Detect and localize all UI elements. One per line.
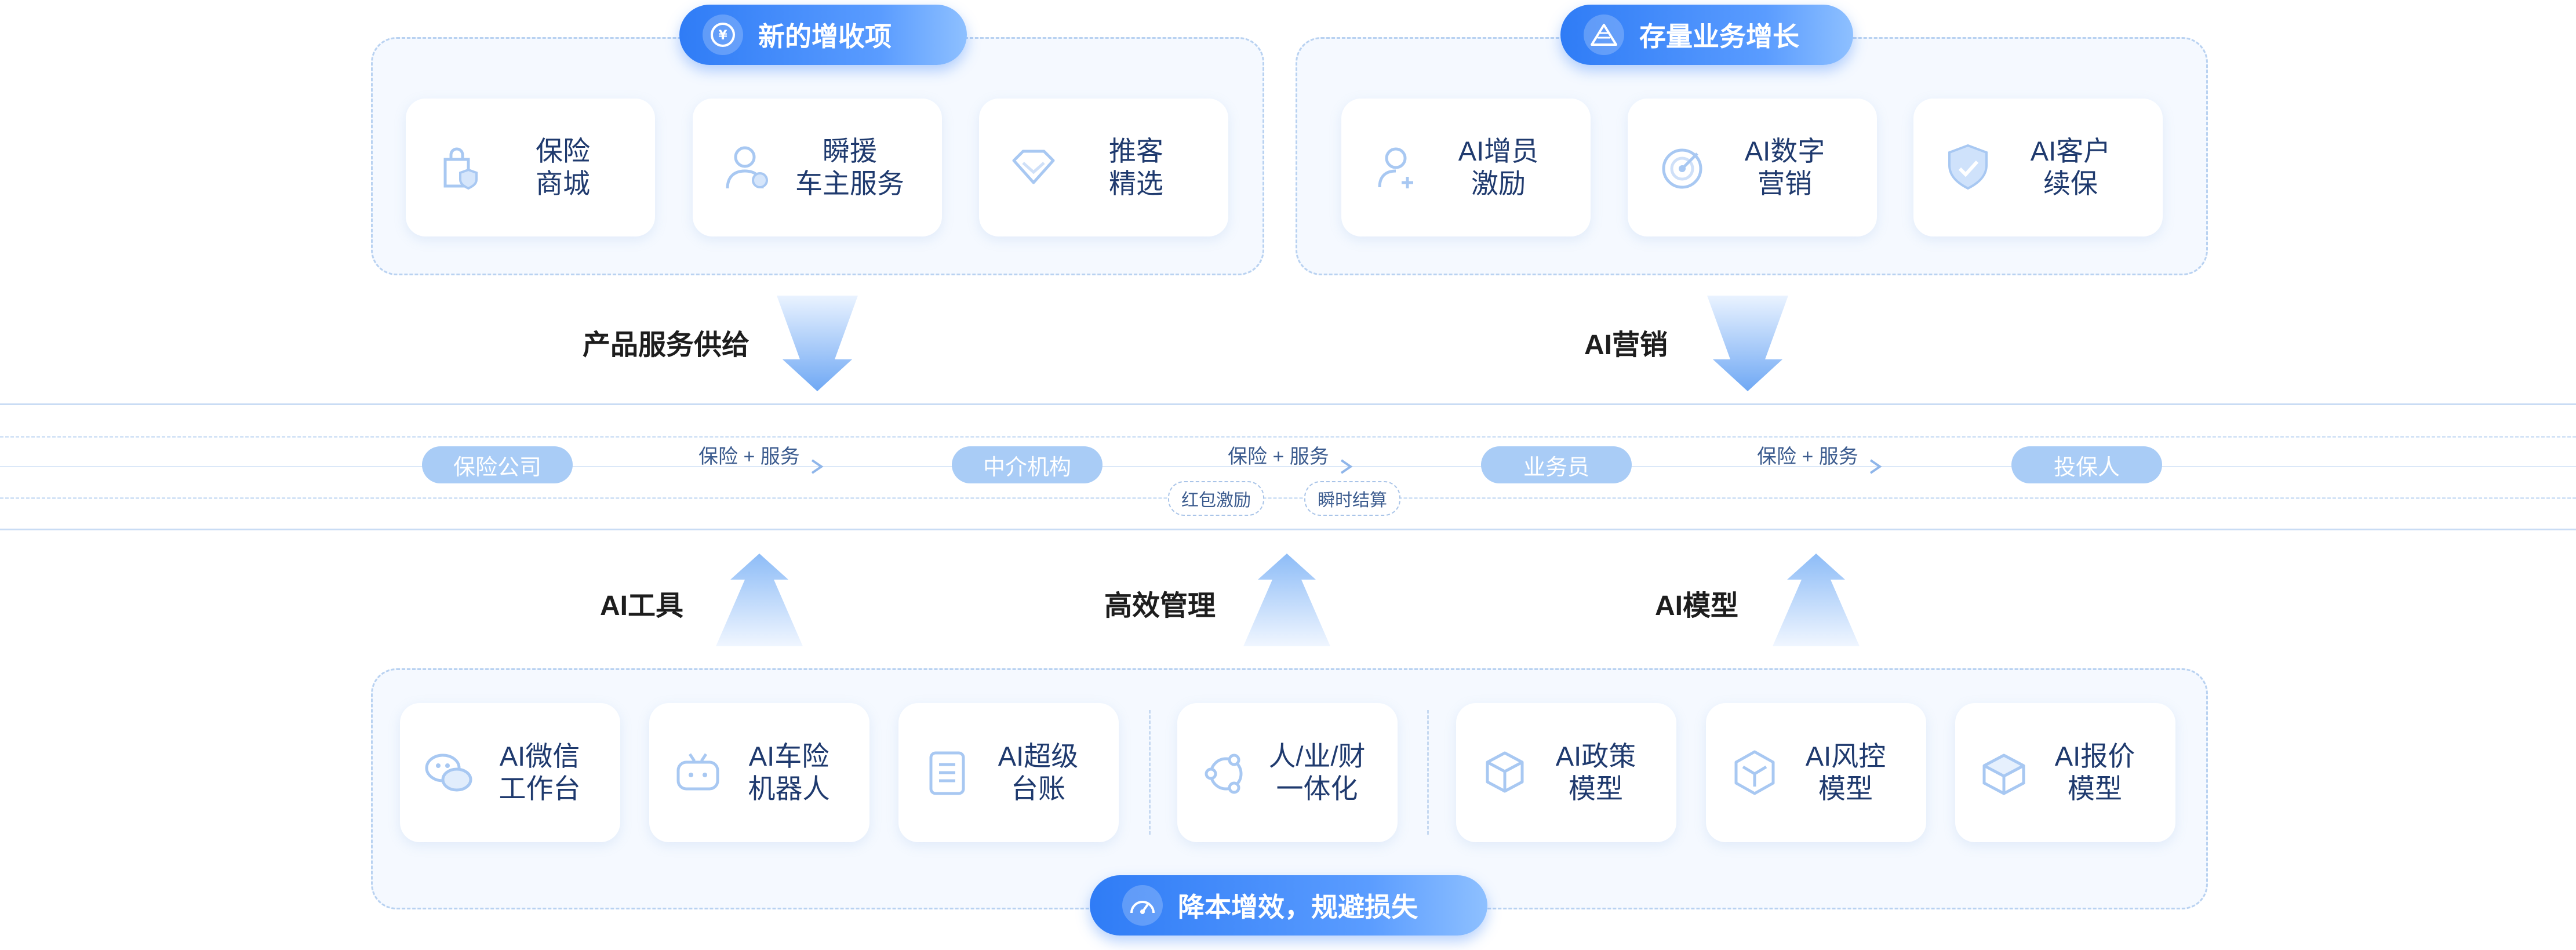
cost-efficiency-pill: 降本增效，规避损失 [1090, 875, 1487, 936]
card-ai-renewal[interactable]: AI客户续保 [1913, 99, 2163, 236]
tag-instant-settlement: 瞬时结算 [1304, 481, 1400, 516]
hexagon-cube-icon [1734, 750, 1775, 795]
flow-arrow [1340, 459, 1353, 474]
shopping-bag-icon [443, 147, 478, 190]
card-ai-auto-bot[interactable]: AI车险机器人 [649, 703, 869, 842]
network-icon [1205, 754, 1243, 794]
card-label: AI数字营销 [1744, 136, 1825, 199]
flow-arrow [811, 459, 824, 474]
band-center-line [0, 466, 2576, 467]
add-user-icon [1378, 147, 1413, 188]
card-label: AI客户续保 [2030, 136, 2111, 199]
card-ai-risk-model[interactable]: AI风控模型 [1706, 703, 1926, 842]
card-insurance-mall[interactable]: 保险商城 [406, 99, 655, 236]
node-agent[interactable]: 业务员 [1481, 446, 1632, 483]
driver-icon [726, 146, 768, 189]
card-label: AI风控模型 [1805, 741, 1886, 804]
band-dash-2 [0, 497, 2576, 499]
pill-label: 存量业务增长 [1639, 21, 1799, 52]
card-label: 瞬援车主服务 [795, 136, 904, 199]
group-divider [1427, 710, 1429, 835]
card-label: 保险商城 [536, 136, 590, 199]
band-top-line [0, 403, 2576, 405]
target-icon [1662, 148, 1702, 189]
robot-icon [676, 753, 719, 791]
shield-check-icon [1948, 144, 1988, 190]
card-ai-super-ledger[interactable]: AI超级台账 [898, 703, 1119, 842]
card-integration[interactable]: 人/业/财一体化 [1177, 703, 1398, 842]
card-ai-policy-model[interactable]: AI政策模型 [1456, 703, 1676, 842]
link-label: 保险 + 服务 [1757, 446, 1858, 468]
caption-product-supply: 产品服务供给 [583, 330, 750, 361]
card-referral-picks[interactable]: 推客精选 [979, 99, 1228, 236]
band-dash-1 [0, 436, 2576, 438]
diamond-icon [1012, 150, 1055, 184]
card-ai-quote-model[interactable]: AI报价模型 [1955, 703, 2175, 842]
new-revenue-pill: ¥ 新的增收项 [679, 5, 967, 65]
up-arrow-left [716, 554, 803, 646]
up-arrow-middle [1243, 554, 1330, 646]
up-arrow-right [1773, 554, 1860, 646]
yen-icon: ¥ [703, 14, 743, 55]
card-label: 人/业/财一体化 [1268, 741, 1366, 804]
stock-growth-pill: 存量业务增长 [1560, 5, 1853, 65]
group-divider [1149, 710, 1151, 835]
caption-ai-models: AI模型 [1655, 591, 1739, 621]
card-label: AI报价模型 [2054, 741, 2135, 804]
card-label: AI政策模型 [1555, 741, 1636, 804]
card-label: AI微信工作台 [499, 741, 581, 804]
caption-ai-marketing: AI营销 [1584, 330, 1668, 361]
flow-arrow [1869, 459, 1882, 474]
link-label: 保险 + 服务 [1228, 446, 1329, 468]
card-label: AI超级台账 [998, 741, 1079, 804]
growth-icon [1584, 14, 1624, 55]
down-arrow-left [777, 296, 858, 391]
card-label: AI车险机器人 [748, 741, 830, 804]
link-label: 保险 + 服务 [698, 446, 800, 468]
speedometer-icon [1122, 885, 1163, 926]
pill-label: 降本增效，规避损失 [1178, 892, 1418, 922]
caption-ai-tools: AI工具 [600, 591, 684, 621]
card-ai-digital-marketing[interactable]: AI数字营销 [1628, 99, 1877, 236]
node-intermediary[interactable]: 中介机构 [952, 446, 1103, 483]
down-arrow-right [1707, 296, 1788, 391]
node-insurer[interactable]: 保险公司 [422, 446, 573, 483]
caption-efficient-management: 高效管理 [1104, 591, 1216, 621]
svg-text:¥: ¥ [718, 28, 727, 43]
card-ai-wechat-workbench[interactable]: AI微信工作台 [400, 703, 620, 842]
node-policyholder[interactable]: 投保人 [2011, 446, 2162, 483]
band-bottom-line [0, 529, 2576, 530]
card-ai-recruit[interactable]: AI增员激励 [1341, 99, 1591, 236]
ledger-icon [929, 751, 965, 795]
card-label: AI增员激励 [1458, 136, 1539, 199]
card-roadside-service[interactable]: 瞬援车主服务 [693, 99, 942, 236]
tag-red-packet: 红包激励 [1168, 481, 1264, 516]
wechat-icon [425, 754, 472, 792]
pill-label: 新的增收项 [758, 21, 892, 52]
box-icon [1982, 754, 2025, 795]
card-label: 推客精选 [1109, 136, 1163, 199]
cube-icon [1486, 751, 1524, 793]
